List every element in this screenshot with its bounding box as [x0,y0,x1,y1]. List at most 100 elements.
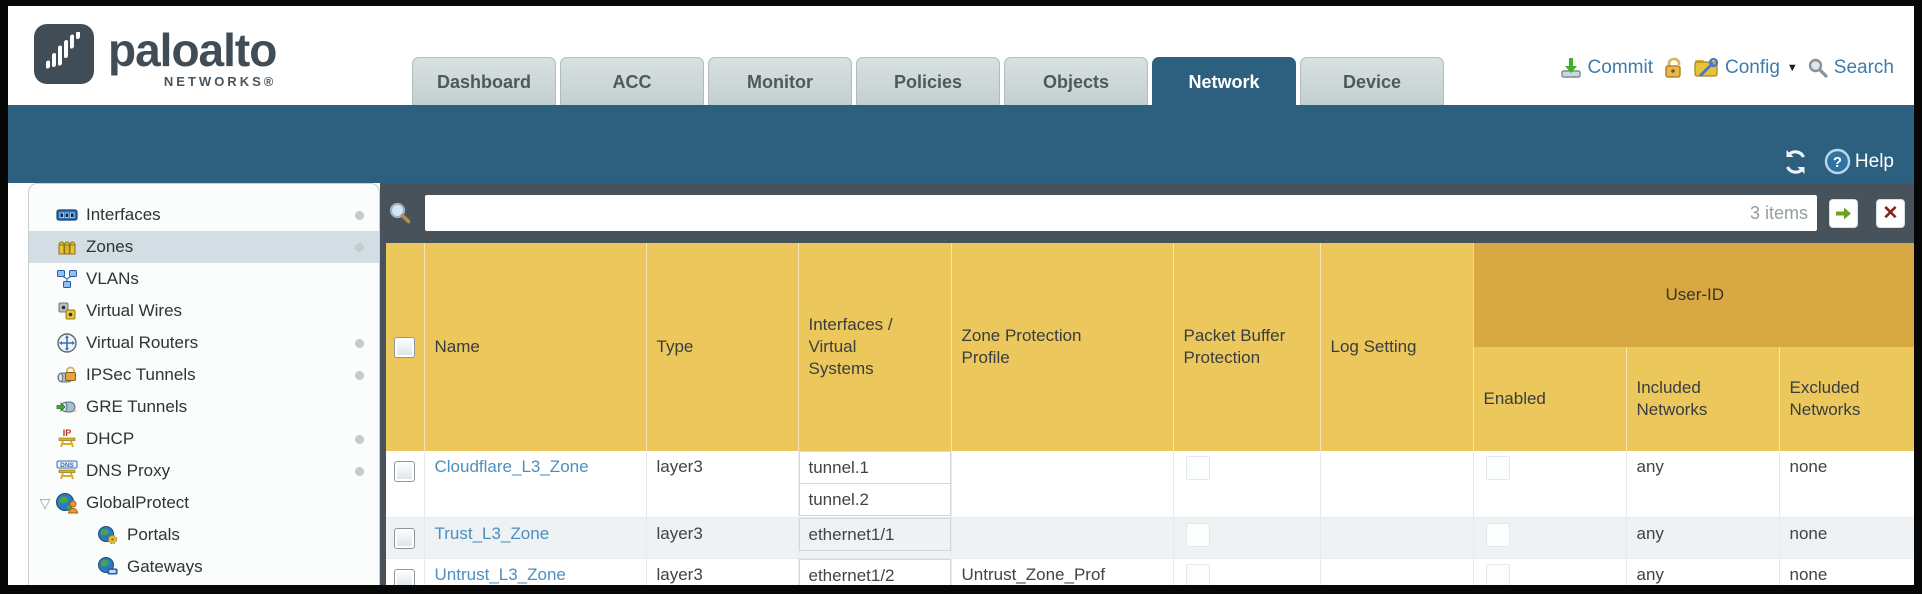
brand-subtitle: NETWORKS® [163,74,277,89]
zone-type-cell: layer3 [646,451,799,518]
status-dot [355,339,364,348]
network-sidebar: Interfaces Zones VLANs Vir [28,183,380,585]
search-label: Search [1833,57,1894,78]
expander-triangle-icon[interactable]: ▽ [39,494,51,511]
chevron-down-icon: ▼ [1786,62,1798,74]
sidebar-item-virtual-routers[interactable]: Virtual Routers [29,327,379,359]
col-header-enabled[interactable]: Enabled [1473,347,1627,451]
zone-name-link[interactable]: Trust_L3_Zone [434,523,550,543]
lock-icon[interactable] [1662,56,1685,80]
commit-button[interactable]: Commit [1559,56,1653,80]
status-dot [355,371,364,380]
header-actions: Commit Config ▼ [1559,56,1894,80]
sidebar-item-dhcp[interactable]: IP DHCP [29,423,379,455]
zones-table: Name Type Interfaces / Virtual Systems Z… [386,243,1914,585]
tab-monitor[interactable]: Monitor [708,57,852,105]
commit-label: Commit [1587,57,1653,78]
tab-objects[interactable]: Objects [1004,57,1148,105]
sidebar-item-vlans[interactable]: VLANs [29,263,379,295]
sidebar-item-label: Zones [86,237,134,256]
tab-acc[interactable]: ACC [560,57,704,105]
row-checkbox[interactable] [394,527,416,549]
panos-web-ui: paloalto NETWORKS® Dashboard ACC Monitor… [8,6,1914,585]
log-setting-cell [1320,558,1474,585]
sidebar-item-gateways[interactable]: Gateways [29,551,379,583]
interface-item: ethernet1/1 [798,517,950,551]
soundwave-icon [46,32,80,69]
status-dot [355,243,364,252]
interfaces-cell: tunnel.1 tunnel.2 [798,451,952,518]
vlans-icon [54,268,80,290]
global-search[interactable]: Search [1807,57,1894,79]
col-header-name[interactable]: Name [424,243,647,451]
sidebar-item-zones[interactable]: Zones [29,231,379,263]
sidebar-item-portals[interactable]: Portals [29,519,379,551]
log-setting-cell [1320,517,1474,559]
select-all-checkbox[interactable] [394,336,416,358]
interfaces-cell: ethernet1/1 [798,517,952,559]
col-header-type[interactable]: Type [646,243,799,451]
col-header-zone-protection-profile[interactable]: Zone Protection Profile [951,243,1174,451]
sidebar-item-ipsec-tunnels[interactable]: IPSec Tunnels [29,359,379,391]
logo-text: paloalto NETWORKS® [108,24,277,89]
sidebar-item-globalprotect[interactable]: ▽ GlobalProtect [29,487,379,519]
status-dot [355,435,364,444]
tab-policies[interactable]: Policies [856,57,1000,105]
refresh-icon[interactable] [1782,149,1809,175]
tab-dashboard[interactable]: Dashboard [412,57,556,105]
col-header-interfaces[interactable]: Interfaces / Virtual Systems [798,243,952,451]
zone-name-link[interactable]: Untrust_L3_Zone [434,564,566,584]
main-tab-bar: Dashboard ACC Monitor Policies Objects N… [412,57,1444,105]
config-label: Config [1724,57,1780,78]
sub-header-band: ? Help [8,105,1914,183]
virtual-routers-icon [54,332,80,354]
sidebar-item-virtual-wires[interactable]: Virtual Wires [29,295,379,327]
zone-protection-profile-cell [951,451,1174,518]
sidebar-item-interfaces[interactable]: Interfaces [29,199,379,231]
x-icon: ✕ [1882,202,1899,224]
disabled-checkbox [1185,563,1210,585]
sidebar-item-label: Virtual Wires [86,301,183,320]
sidebar-item-label: Gateways [127,557,203,576]
help-icon: ? [1824,148,1851,175]
zone-protection-profile-cell: Untrust_Zone_Prof [951,558,1174,585]
interface-item: tunnel.1 [798,451,950,484]
zone-type-cell: layer3 [646,558,799,585]
row-select-cell [386,517,425,559]
portals-icon [95,524,121,546]
sidebar-item-dns-proxy[interactable]: DNS DNS Proxy [29,455,379,487]
col-header-included-networks[interactable]: Included Networks [1626,347,1780,451]
user-id-enabled-cell [1473,558,1627,585]
sidebar-item-label: DHCP [86,429,135,448]
col-header-excluded-networks[interactable]: Excluded Networks [1779,347,1914,451]
interface-item: tunnel.2 [798,483,950,516]
help-button[interactable]: ? Help [1824,148,1894,175]
col-header-log-setting[interactable]: Log Setting [1320,243,1474,451]
status-dot [355,211,364,220]
zone-type-cell: layer3 [646,517,799,559]
excluded-networks-cell: none [1779,558,1914,585]
sidebar-item-label: Virtual Routers [86,333,199,352]
green-arrow-icon [1836,207,1851,219]
apply-filter-button[interactable] [1829,198,1858,228]
interfaces-cell: ethernet1/2 [798,558,952,585]
svg-text:IP: IP [63,428,72,438]
filter-field-wrap: 3 items [425,195,1817,231]
table-row: Untrust_L3_Zone layer3 ethernet1/2 Untru… [386,558,1914,585]
tab-network[interactable]: Network [1152,57,1296,105]
filter-input[interactable] [425,195,1817,231]
table-row: Trust_L3_Zone layer3 ethernet1/1 any non… [386,517,1914,559]
sidebar-item-gre-tunnels[interactable]: GRE Tunnels [29,391,379,423]
col-header-packet-buffer-protection[interactable]: Packet Buffer Protection [1173,243,1321,451]
zone-name-link[interactable]: Cloudflare_L3_Zone [434,457,589,476]
config-menu[interactable]: Config ▼ [1694,56,1798,80]
brand-name: paloalto [108,24,277,76]
zone-name-cell: Trust_L3_Zone [424,517,647,559]
row-checkbox[interactable] [394,568,416,585]
clear-filter-button[interactable]: ✕ [1876,198,1905,228]
row-checkbox[interactable] [394,461,416,483]
status-dot [355,467,364,476]
gateways-icon [95,556,121,578]
tab-device[interactable]: Device [1300,57,1444,105]
